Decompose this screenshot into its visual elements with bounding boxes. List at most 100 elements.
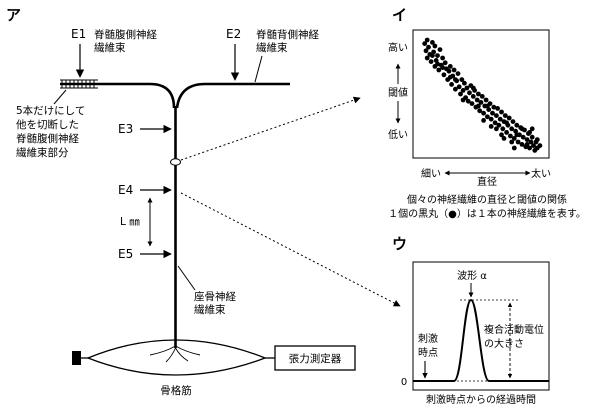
scatter-point (436, 67, 442, 73)
scatter-points (422, 37, 543, 153)
scatter-point (504, 120, 509, 126)
scatter-point (474, 97, 480, 103)
cut-section-hatch (60, 79, 98, 89)
scatter-point (464, 85, 470, 91)
scatter-point (531, 143, 536, 149)
dorsal-nerve-bundle (175, 82, 290, 109)
scatter-point (501, 136, 507, 141)
scatter-point (440, 65, 445, 70)
scatter-point (511, 145, 517, 151)
y-axis-low-label: 低い (388, 128, 408, 141)
scatter-point (485, 103, 490, 109)
distance-label: L ㎜ (120, 216, 140, 228)
dorsal-fiber-label-1: 脊髄背側神経 (256, 28, 319, 41)
scatter-point (494, 113, 499, 118)
waveform-alpha-curve (413, 298, 549, 382)
scatter-point (500, 126, 506, 132)
cut-note-leader (53, 89, 67, 105)
cut-note-line-4: 繊維束部分 (16, 146, 69, 159)
stim-point-label-1: 刺激 (418, 332, 438, 345)
muscle-label: 骨格筋 (160, 384, 192, 397)
scatter-point (502, 113, 508, 118)
scatter-point (465, 98, 471, 104)
e1-label: E1 (71, 27, 86, 41)
ventral-fiber-label-1: 脊髄腹側神経 (94, 28, 157, 41)
scatter-point (476, 91, 481, 97)
scatter-point (426, 44, 431, 50)
scatter-point (433, 58, 439, 63)
scatter-point (453, 86, 458, 92)
panel-u: ウ 波形 α 刺激 時点 複合活動電位 の大きさ 0 刺激時点からの経過時間 (392, 235, 550, 406)
amplitude-label-1: 複合活動電位 (484, 323, 544, 336)
scatter-point (449, 82, 454, 87)
stim-point-label-2: 時点 (418, 347, 438, 359)
scatter-point (431, 49, 436, 55)
scatter-point (515, 139, 521, 145)
scatter-point (490, 110, 495, 116)
scatter-point (428, 59, 434, 64)
scatter-point (508, 133, 513, 139)
scatter-point (520, 134, 526, 140)
scatter-point (488, 116, 494, 122)
cut-note-line-2: 他を切断した (16, 118, 79, 131)
scatter-point (527, 145, 532, 151)
sciatic-fiber-label-1: 座骨神経 (194, 290, 236, 303)
scatter-point (524, 137, 530, 143)
scatter-point (485, 114, 490, 120)
ventral-nerve-bundle (60, 82, 176, 109)
dorsal-label-leader (254, 55, 263, 83)
connector-to-panel-u (180, 192, 401, 307)
scatter-point (467, 90, 472, 96)
panel-i-caption-1: 個々の神経繊維の直径と閾値の関係 (407, 193, 567, 206)
tension-meter-box (274, 345, 356, 371)
scatter-point (446, 68, 452, 74)
cut-note-line-3: 脊髄腹側神経 (16, 132, 79, 145)
scatter-point (470, 85, 476, 91)
scatter-point (469, 101, 475, 106)
scatter-point (432, 43, 438, 49)
scatter-point (476, 103, 481, 109)
dorsal-fiber-label-2: 繊維束 (256, 41, 288, 54)
scatter-point (519, 126, 525, 132)
scatter-point (424, 37, 430, 43)
scatter-point (459, 77, 465, 82)
y-axis-label: 閾値 (388, 86, 408, 99)
scatter-point (437, 47, 443, 52)
nerve-section-marker (170, 158, 181, 166)
scatter-point (430, 40, 435, 45)
waveform-alpha-label: 波形 α (457, 269, 487, 282)
scatter-point (499, 132, 504, 138)
scatter-point (519, 142, 525, 147)
e2-label: E2 (226, 27, 241, 41)
scatter-point (456, 84, 462, 90)
scatter-point (440, 55, 445, 61)
scatter-point (451, 67, 457, 73)
e3-label: E3 (118, 122, 133, 136)
scatter-point (524, 142, 530, 147)
scatter-point (435, 61, 440, 67)
scatter-point (460, 88, 466, 93)
scatter-point (481, 110, 486, 116)
x-axis-thin-label: 細い (421, 167, 441, 180)
scatter-point (511, 136, 517, 141)
scatter-point (423, 48, 429, 54)
scatter-point (447, 64, 453, 69)
scatter-point (455, 71, 461, 76)
scatter-point (486, 107, 492, 112)
connector-to-panel-i (180, 96, 361, 161)
scatter-point (488, 124, 494, 129)
scatter-point (430, 53, 435, 58)
ventral-fiber-label-2: 繊維束 (94, 41, 126, 54)
x-axis-time-label: 刺激時点からの経過時間 (426, 393, 536, 406)
scatter-point (491, 104, 497, 110)
waveform-plot-frame (412, 261, 550, 391)
panel-i: イ 高い 閾値 低い 細い 直径 太い 個々の神経繊維の直径と閾値の関係 １個の… (388, 6, 586, 220)
panel-a: ア E1 脊髄腹側神経 繊維束 E2 脊髄背側神経 繊維束 (6, 6, 401, 397)
scatter-point (422, 41, 428, 46)
scatter-point (514, 122, 520, 128)
scatter-point (496, 122, 502, 128)
e5-label: E5 (118, 247, 133, 261)
scatter-point (497, 116, 503, 122)
tension-meter-label: 張力測定器 (289, 352, 342, 365)
scatter-point (529, 126, 535, 132)
